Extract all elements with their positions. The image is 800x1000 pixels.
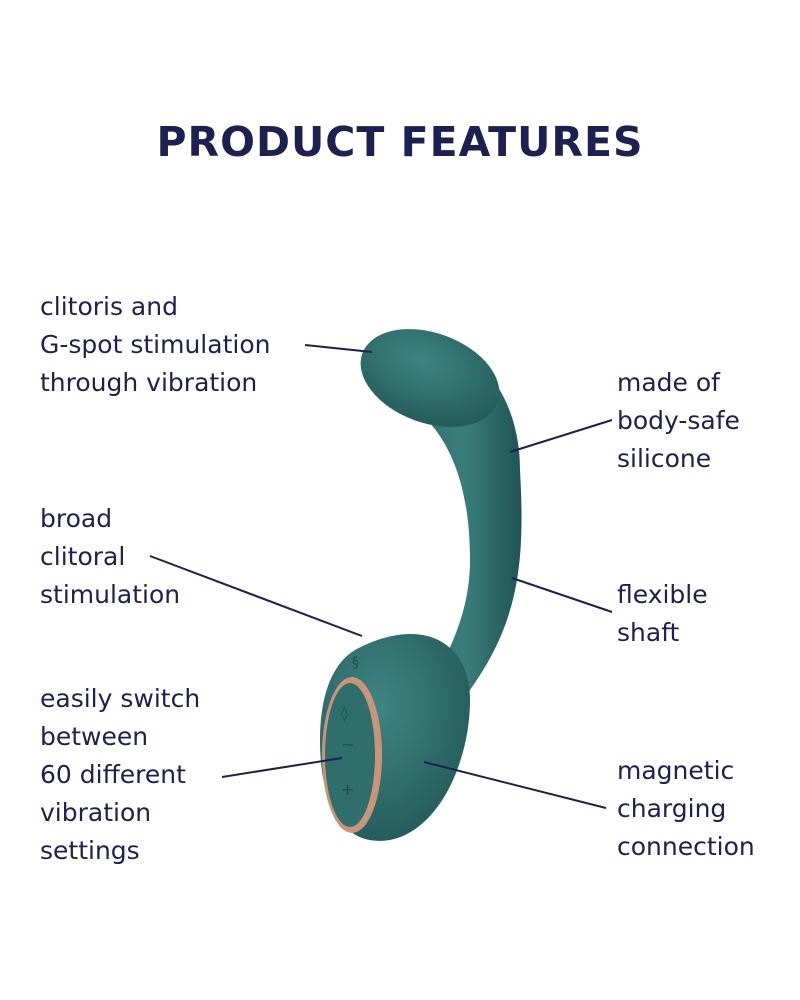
product-head (360, 329, 500, 427)
control-panel (325, 683, 375, 827)
wave-icon: ~ (341, 735, 354, 754)
product-shaft (380, 342, 522, 790)
feature-charging: magnetic charging connection (617, 756, 755, 861)
feature-silicone: made of body-safe silicone (617, 368, 740, 473)
feature-clitoral: broad clitoral stimulation (40, 504, 181, 609)
page-title: PRODUCT FEATURES (156, 118, 644, 166)
plus-icon: + (341, 780, 354, 799)
feature-flexible: flexible shaft (617, 580, 708, 647)
power-icon: ◊ (341, 706, 348, 722)
feature-gspot: clitoris and G-spot stimulation through … (40, 292, 271, 397)
logo-icon: § (352, 655, 359, 671)
feature-settings: easily switch between 60 different vibra… (40, 684, 201, 865)
leader-lines (149, 344, 613, 809)
